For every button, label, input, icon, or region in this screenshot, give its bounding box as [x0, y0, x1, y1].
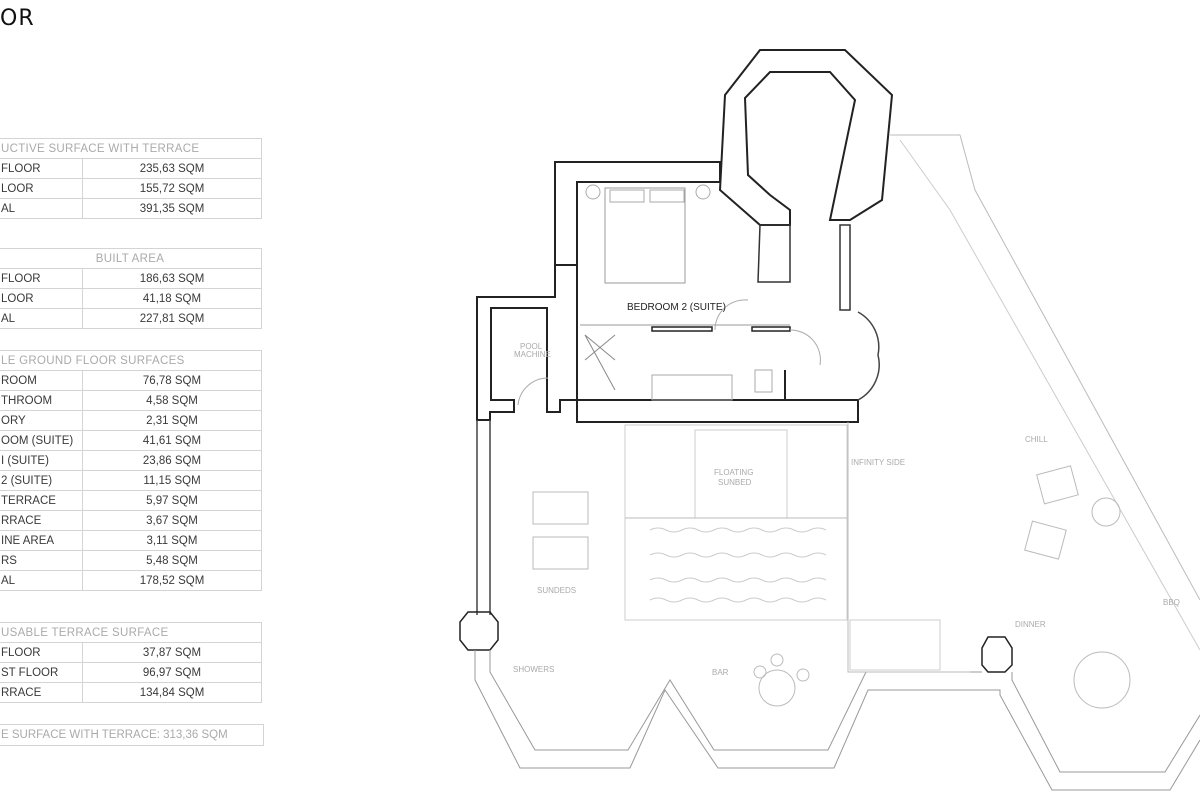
row-value: 227,81 SQM [82, 308, 262, 329]
row-label: AL [0, 198, 83, 219]
row-value: 37,87 SQM [82, 642, 262, 663]
label-bar: BAR [712, 668, 729, 677]
row-label: THROOM [0, 390, 83, 411]
row-value: 23,86 SQM [82, 450, 262, 471]
row-value: 76,78 SQM [82, 370, 262, 391]
label-chill: CHILL [1025, 435, 1048, 444]
label-sundeds: SUNDEDS [537, 586, 576, 595]
label-floating: FLOATING [714, 468, 753, 477]
label-bedroom: BEDROOM 2 (SUITE) [627, 302, 726, 313]
label-infinity: INFINITY SIDE [851, 458, 905, 467]
table-row: OOM (SUITE)41,61 SQM [0, 430, 262, 451]
table-header: BUILT AREA [0, 248, 262, 269]
row-value: 41,18 SQM [82, 288, 262, 309]
label-machine: MACHINE [514, 350, 551, 359]
table-header: LE GROUND FLOOR SURFACES [0, 350, 262, 371]
label-dinner: DINNER [1015, 620, 1046, 629]
label-showers: SHOWERS [513, 665, 554, 674]
label-pool: POOL [520, 342, 543, 351]
tower-walls [718, 49, 894, 226]
row-value: 134,84 SQM [82, 682, 262, 703]
row-label: ROOM [0, 370, 83, 391]
row-label: I (SUITE) [0, 450, 83, 471]
row-label: LOOR [0, 288, 83, 309]
column [459, 611, 499, 651]
row-label: ST FLOOR [0, 662, 83, 683]
total-surface: E SURFACE WITH TERRACE: 313,36 SQM [0, 724, 264, 746]
row-value: 186,63 SQM [82, 268, 262, 289]
label-bbq: BBQ [1163, 598, 1180, 607]
row-value: 3,67 SQM [82, 510, 262, 531]
label-sunbed: SUNBED [718, 478, 752, 487]
row-label: AL [0, 570, 83, 591]
page-title: OR [0, 6, 35, 31]
row-label: RRACE [0, 682, 83, 703]
row-label: LOOR [0, 178, 83, 199]
table-row: 2 (SUITE)11,15 SQM [0, 470, 262, 491]
bedroom-walls [554, 161, 721, 266]
row-label: AL [0, 308, 83, 329]
table-header: UCTIVE SURFACE WITH TERRACE [0, 138, 262, 159]
row-label: FLOOR [0, 158, 83, 179]
pool-machine-walls [476, 264, 578, 421]
column [981, 636, 1013, 673]
row-value: 178,52 SQM [82, 570, 262, 591]
row-label: INE AREA [0, 530, 83, 551]
row-value: 391,35 SQM [82, 198, 262, 219]
table-row: I (SUITE)23,86 SQM [0, 450, 262, 471]
